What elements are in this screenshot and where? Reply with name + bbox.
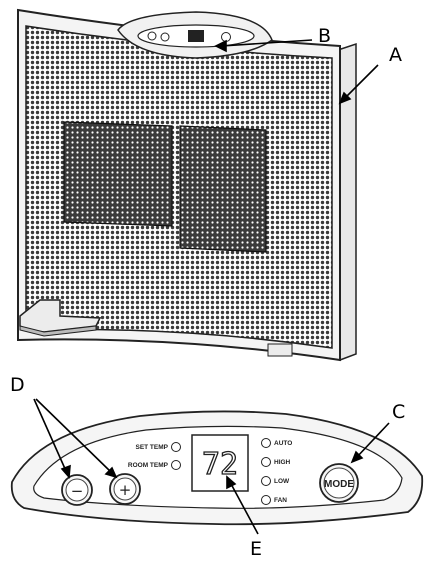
mode-label: MODE [324, 479, 354, 490]
heater-stand [19, 299, 293, 357]
high-label: HIGH [274, 459, 291, 466]
callout-a: A [389, 44, 402, 66]
callout-c: C [392, 401, 406, 423]
low-led [261, 476, 271, 486]
right-indicators: AUTO HIGH LOW FAN [261, 438, 292, 505]
control-panel: − + SET TEMP ROOM TEMP 72 AUTO HIGH LOW [10, 410, 424, 526]
mode-button[interactable]: MODE [319, 463, 359, 503]
callout-b: B [318, 25, 332, 47]
room-temp-label: ROOM TEMP [128, 462, 169, 469]
callout-e: E [250, 538, 263, 560]
display-value: 72 [202, 447, 238, 482]
heating-element-right [179, 125, 267, 253]
plus-button[interactable]: + [109, 473, 141, 505]
leader-lines [33, 39, 390, 535]
temperature-display: 72 [191, 434, 249, 492]
heating-element-left [63, 121, 173, 227]
set-temp-led [171, 442, 181, 452]
auto-label: AUTO [274, 440, 292, 447]
left-indicators: SET TEMP ROOM TEMP [128, 442, 181, 470]
top-control-area [117, 11, 273, 59]
heater-body [17, 8, 357, 362]
fan-led [261, 495, 271, 505]
plus-icon: + [119, 481, 132, 499]
room-temp-led [171, 460, 181, 470]
high-led [261, 457, 271, 467]
auto-led [261, 438, 271, 448]
fan-label: FAN [274, 497, 287, 504]
low-label: LOW [274, 478, 290, 485]
set-temp-label: SET TEMP [135, 444, 168, 451]
callout-d: D [10, 374, 25, 396]
minus-icon: − [71, 482, 84, 500]
minus-button[interactable]: − [61, 474, 93, 506]
